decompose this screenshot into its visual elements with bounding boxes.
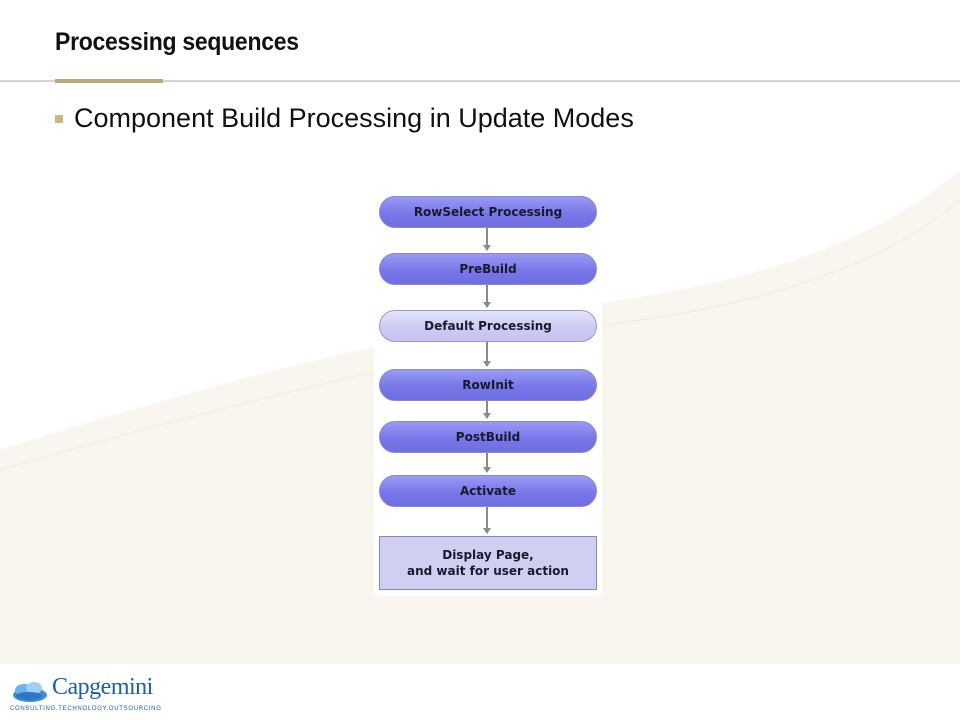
slide-title: Processing sequences: [55, 28, 299, 56]
flowchart: RowSelect Processing PreBuild Default Pr…: [374, 188, 602, 596]
bullet-item: Component Build Processing in Update Mod…: [55, 103, 634, 134]
flow-node-rowinit: RowInit: [379, 369, 597, 401]
flow-arrow: [483, 285, 491, 308]
logo-tagline: CONSULTING.TECHNOLOGY.OUTSOURCING: [10, 706, 162, 712]
flow-node-activate: Activate: [379, 475, 597, 507]
flow-arrow: [483, 507, 491, 534]
footer: [0, 664, 960, 720]
flow-arrow: [483, 228, 491, 251]
flow-node-display-page: Display Page, and wait for user action: [379, 536, 597, 590]
flow-node-default-processing: Default Processing: [379, 310, 597, 342]
title-divider: [0, 80, 960, 82]
flow-node-rowselect: RowSelect Processing: [379, 196, 597, 228]
capgemini-logo: Capgemini CONSULTING.TECHNOLOGY.OUTSOURC…: [10, 674, 170, 718]
flow-node-postbuild: PostBuild: [379, 421, 597, 453]
flow-node-prebuild: PreBuild: [379, 253, 597, 285]
cloud-logo-icon: [13, 682, 47, 702]
bullet-text: Component Build Processing in Update Mod…: [74, 103, 634, 133]
logo-wordmark: Capgemini: [52, 674, 153, 700]
flow-node-display-line1: Display Page,: [442, 548, 534, 562]
flow-arrow: [483, 453, 491, 473]
flow-arrow: [483, 401, 491, 419]
title-divider-accent: [55, 79, 163, 83]
flow-node-display-line2: and wait for user action: [407, 564, 569, 578]
bullet-square-icon: [55, 114, 63, 123]
flow-arrow: [483, 342, 491, 367]
